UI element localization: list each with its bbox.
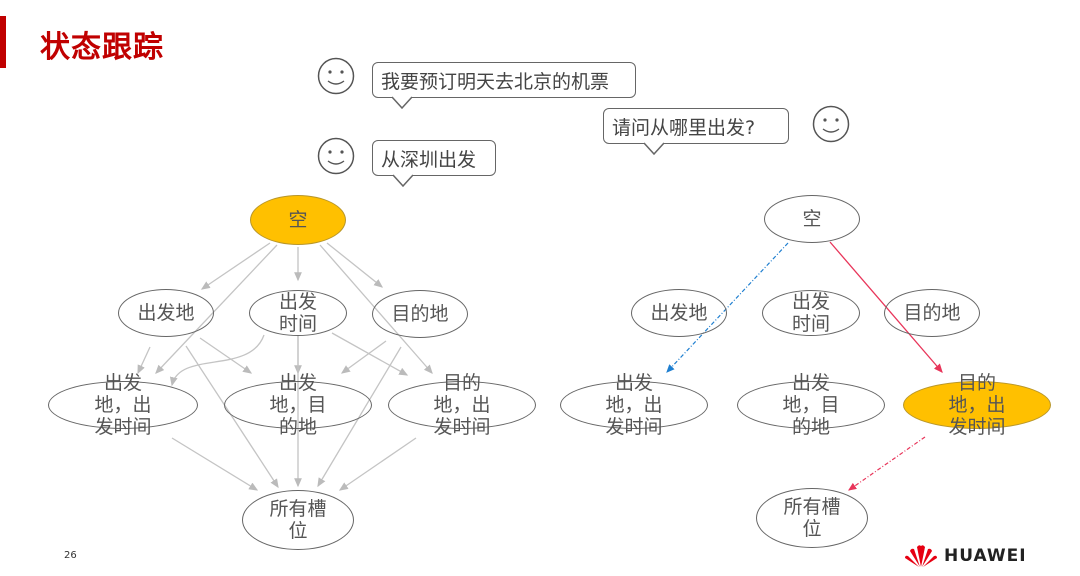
left-node-origin: 出发地	[118, 289, 214, 337]
huawei-logo: HUAWEI	[904, 544, 1027, 568]
right-node-origin: 出发地	[631, 289, 727, 337]
bubble-tail	[392, 96, 413, 110]
page-number: 26	[64, 550, 77, 561]
bubble-tail	[393, 174, 414, 188]
bubble-text: 请问从哪里出发?	[612, 116, 756, 139]
right-node-dest: 目的地	[884, 289, 980, 337]
right-node-time: 出发时间	[762, 290, 860, 336]
system-smiley-icon	[812, 105, 850, 143]
red-dashed-arrow	[848, 436, 926, 491]
right-node-dest-time: 目的地，出发时间	[903, 372, 1051, 438]
left-graph-edges	[137, 242, 433, 491]
huawei-petal-icon	[905, 545, 937, 567]
slide-title: 状态跟踪	[40, 30, 164, 65]
right-node-origin-time: 出发地，出发时间	[560, 372, 708, 438]
user-smiley-icon	[317, 137, 355, 175]
right-node-origin-dest: 出发地，目的地	[737, 372, 885, 438]
right-node-empty: 空	[764, 195, 860, 243]
user-smiley-icon	[317, 57, 355, 95]
bubble-text: 我要预订明天去北京的机票	[381, 70, 610, 93]
left-node-all-slots: 所有槽位	[242, 490, 354, 550]
right-node-all-slots: 所有槽位	[756, 488, 868, 548]
left-node-dest: 目的地	[372, 290, 468, 338]
left-node-dest-time: 目的地，出发时间	[388, 372, 536, 438]
left-node-time: 出发时间	[249, 290, 347, 336]
bubble-tail	[644, 142, 665, 156]
left-node-origin-time: 出发地，出发时间	[48, 372, 198, 438]
blue-dashed-arrow	[666, 242, 789, 373]
brand-name: HUAWEI	[944, 546, 1027, 566]
title-accent-bar	[0, 16, 6, 68]
speech-bubble-user-2: 从深圳出发	[372, 140, 496, 176]
bubble-text: 从深圳出发	[381, 148, 477, 171]
left-node-origin-dest: 出发地，目的地	[224, 372, 372, 438]
speech-bubble-user-1: 我要预订明天去北京的机票	[372, 62, 636, 98]
speech-bubble-system: 请问从哪里出发?	[603, 108, 789, 144]
left-node-empty: 空	[250, 195, 346, 245]
